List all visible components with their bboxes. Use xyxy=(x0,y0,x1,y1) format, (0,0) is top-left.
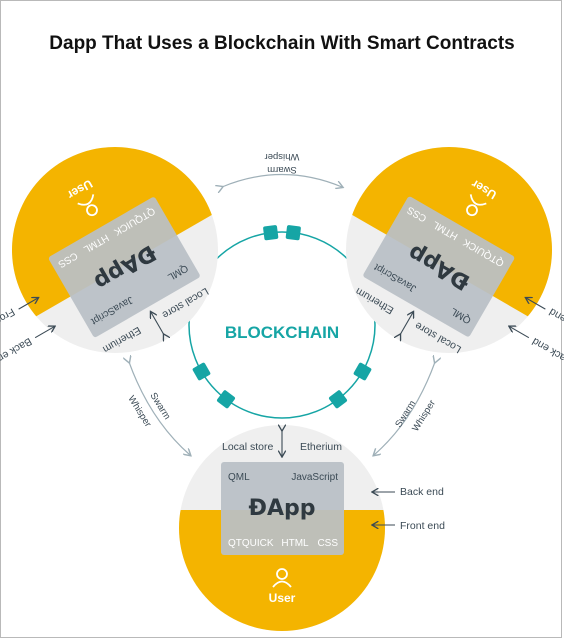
user-label: User xyxy=(269,591,296,605)
svg-text:Front end: Front end xyxy=(0,306,17,339)
blockchain-node-icon xyxy=(216,390,236,409)
html-label: HTML xyxy=(281,538,309,549)
connection-arrow-right xyxy=(374,362,435,455)
svg-text:Back end: Back end xyxy=(530,335,564,367)
connection-arrow-left xyxy=(129,362,190,455)
local-store-label: Local store xyxy=(222,441,274,453)
user-icon xyxy=(466,194,487,217)
dapp-left: QML JavaScript ĐApp QTQUICK HTML CSS Use… xyxy=(0,109,220,367)
back-end-label: Back end xyxy=(400,486,444,498)
blockchain-ring xyxy=(188,231,376,419)
blockchain-node-icon xyxy=(192,362,211,381)
swarm-label-left: Swarm xyxy=(147,391,172,422)
blockchain-node-icon xyxy=(285,225,301,241)
dapp-right: QML JavaScript ĐApp QTQUICK HTML CSS Use… xyxy=(344,109,564,367)
svg-text:Back end: Back end xyxy=(0,335,34,367)
blockchain-node-icon xyxy=(353,362,372,381)
whisper-label-top: Whisper xyxy=(265,151,300,162)
swarm-label-top: Swarm xyxy=(267,164,297,175)
blockchain-node-icon xyxy=(328,390,348,409)
user-icon xyxy=(272,568,292,588)
connection-arrow-top xyxy=(222,173,342,188)
dapp-bottom: QML JavaScript ĐApp QTQUICK HTML CSS Use… xyxy=(179,425,445,631)
javascript-label: JavaScript xyxy=(291,472,338,483)
blockchain-node-icon xyxy=(263,225,279,241)
svg-text:Front end: Front end xyxy=(547,305,564,338)
blockchain-label: BLOCKCHAIN xyxy=(225,323,339,342)
etherium-label: Etherium xyxy=(300,441,342,453)
dapp-label: ĐApp xyxy=(249,496,316,521)
css-label: CSS xyxy=(317,538,338,549)
front-end-label: Front end xyxy=(400,520,445,532)
qtquick-label: QTQUICK xyxy=(228,538,274,549)
qml-label: QML xyxy=(228,472,250,483)
page-title: Dapp That Uses a Blockchain With Smart C… xyxy=(49,33,515,54)
user-icon xyxy=(77,194,98,217)
